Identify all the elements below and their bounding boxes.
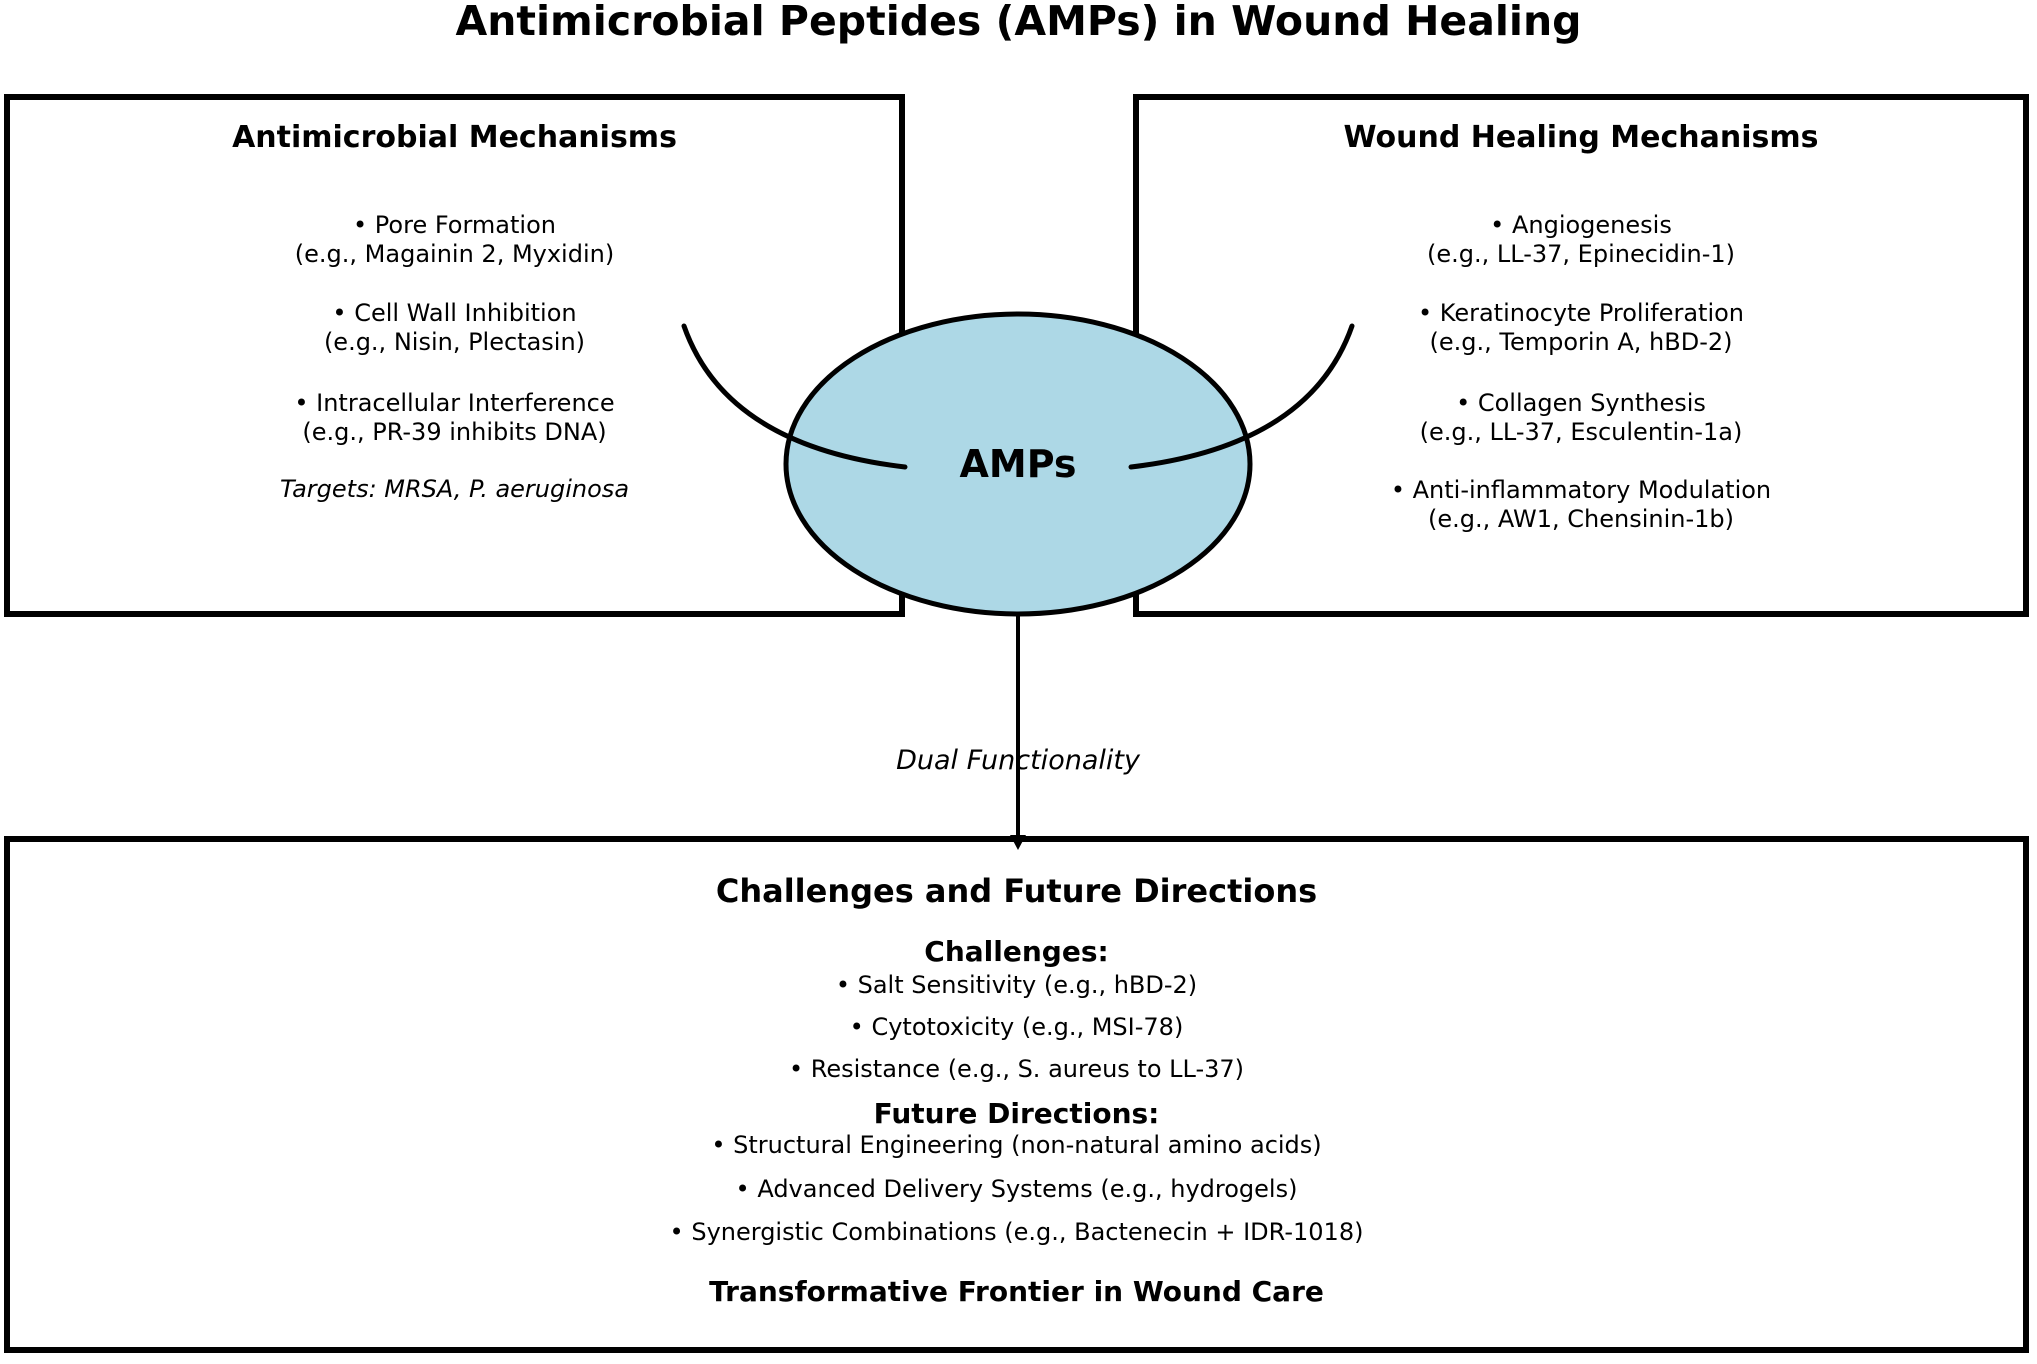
- bullet-collagen: • Collagen Synthesis: [1456, 389, 1706, 417]
- bullet-intracellular: • Intracellular Interference: [294, 389, 615, 417]
- bullet-angiogenesis-detail: (e.g., LL-37, Epinecidin-1): [1427, 240, 1735, 268]
- page-title: Antimicrobial Peptides (AMPs) in Wound H…: [455, 0, 1582, 45]
- right-box-header: Wound Healing Mechanisms: [1343, 120, 1819, 155]
- bullet-synergistic-combinations: • Synergistic Combinations (e.g., Bacten…: [669, 1218, 1364, 1246]
- dual-functionality-label: Dual Functionality: [896, 745, 1140, 776]
- challenges-subheader: Challenges:: [924, 935, 1109, 968]
- bottom-box-header: Challenges and Future Directions: [715, 872, 1318, 910]
- bullet-resistance: • Resistance (e.g., S. aureus to LL-37): [788, 1055, 1245, 1083]
- bullet-angiogenesis: • Angiogenesis: [1490, 211, 1672, 239]
- bullet-anti-inflammatory-detail: (e.g., AW1, Chensinin-1b): [1428, 505, 1734, 533]
- bullet-cytotoxicity: • Cytotoxicity (e.g., MSI-78): [849, 1013, 1184, 1041]
- bullet-structural-engineering: • Structural Engineering (non-natural am…: [711, 1131, 1322, 1159]
- bullet-keratinocyte: • Keratinocyte Proliferation: [1417, 299, 1744, 327]
- bullet-cell-wall-detail: (e.g., Nisin, Plectasin): [323, 328, 586, 356]
- bullet-intracellular-detail: (e.g., PR-39 inhibits DNA): [302, 418, 607, 446]
- bullet-advanced-delivery: • Advanced Delivery Systems (e.g., hydro…: [735, 1175, 1298, 1203]
- bullet-pore-formation-detail: (e.g., Magainin 2, Myxidin): [294, 240, 615, 268]
- amps-node-label: AMPs: [959, 442, 1077, 486]
- bullet-keratinocyte-detail: (e.g., Temporin A, hBD-2): [1429, 328, 1733, 356]
- bullet-cell-wall: • Cell Wall Inhibition: [332, 299, 577, 327]
- challenges-future-box: [4, 836, 2029, 1353]
- bullet-anti-inflammatory: • Anti-inflammatory Modulation: [1390, 476, 1772, 504]
- targets-note: Targets: MRSA, P. aeruginosa: [279, 475, 630, 503]
- bottom-box-footer: Transformative Frontier in Wound Care: [709, 1275, 1324, 1308]
- bullet-pore-formation: • Pore Formation: [353, 211, 556, 239]
- left-box-header: Antimicrobial Mechanisms: [232, 120, 677, 155]
- bullet-salt-sensitivity: • Salt Sensitivity (e.g., hBD-2): [835, 971, 1198, 999]
- bullet-collagen-detail: (e.g., LL-37, Esculentin-1a): [1419, 418, 1743, 446]
- future-directions-subheader: Future Directions:: [873, 1097, 1160, 1130]
